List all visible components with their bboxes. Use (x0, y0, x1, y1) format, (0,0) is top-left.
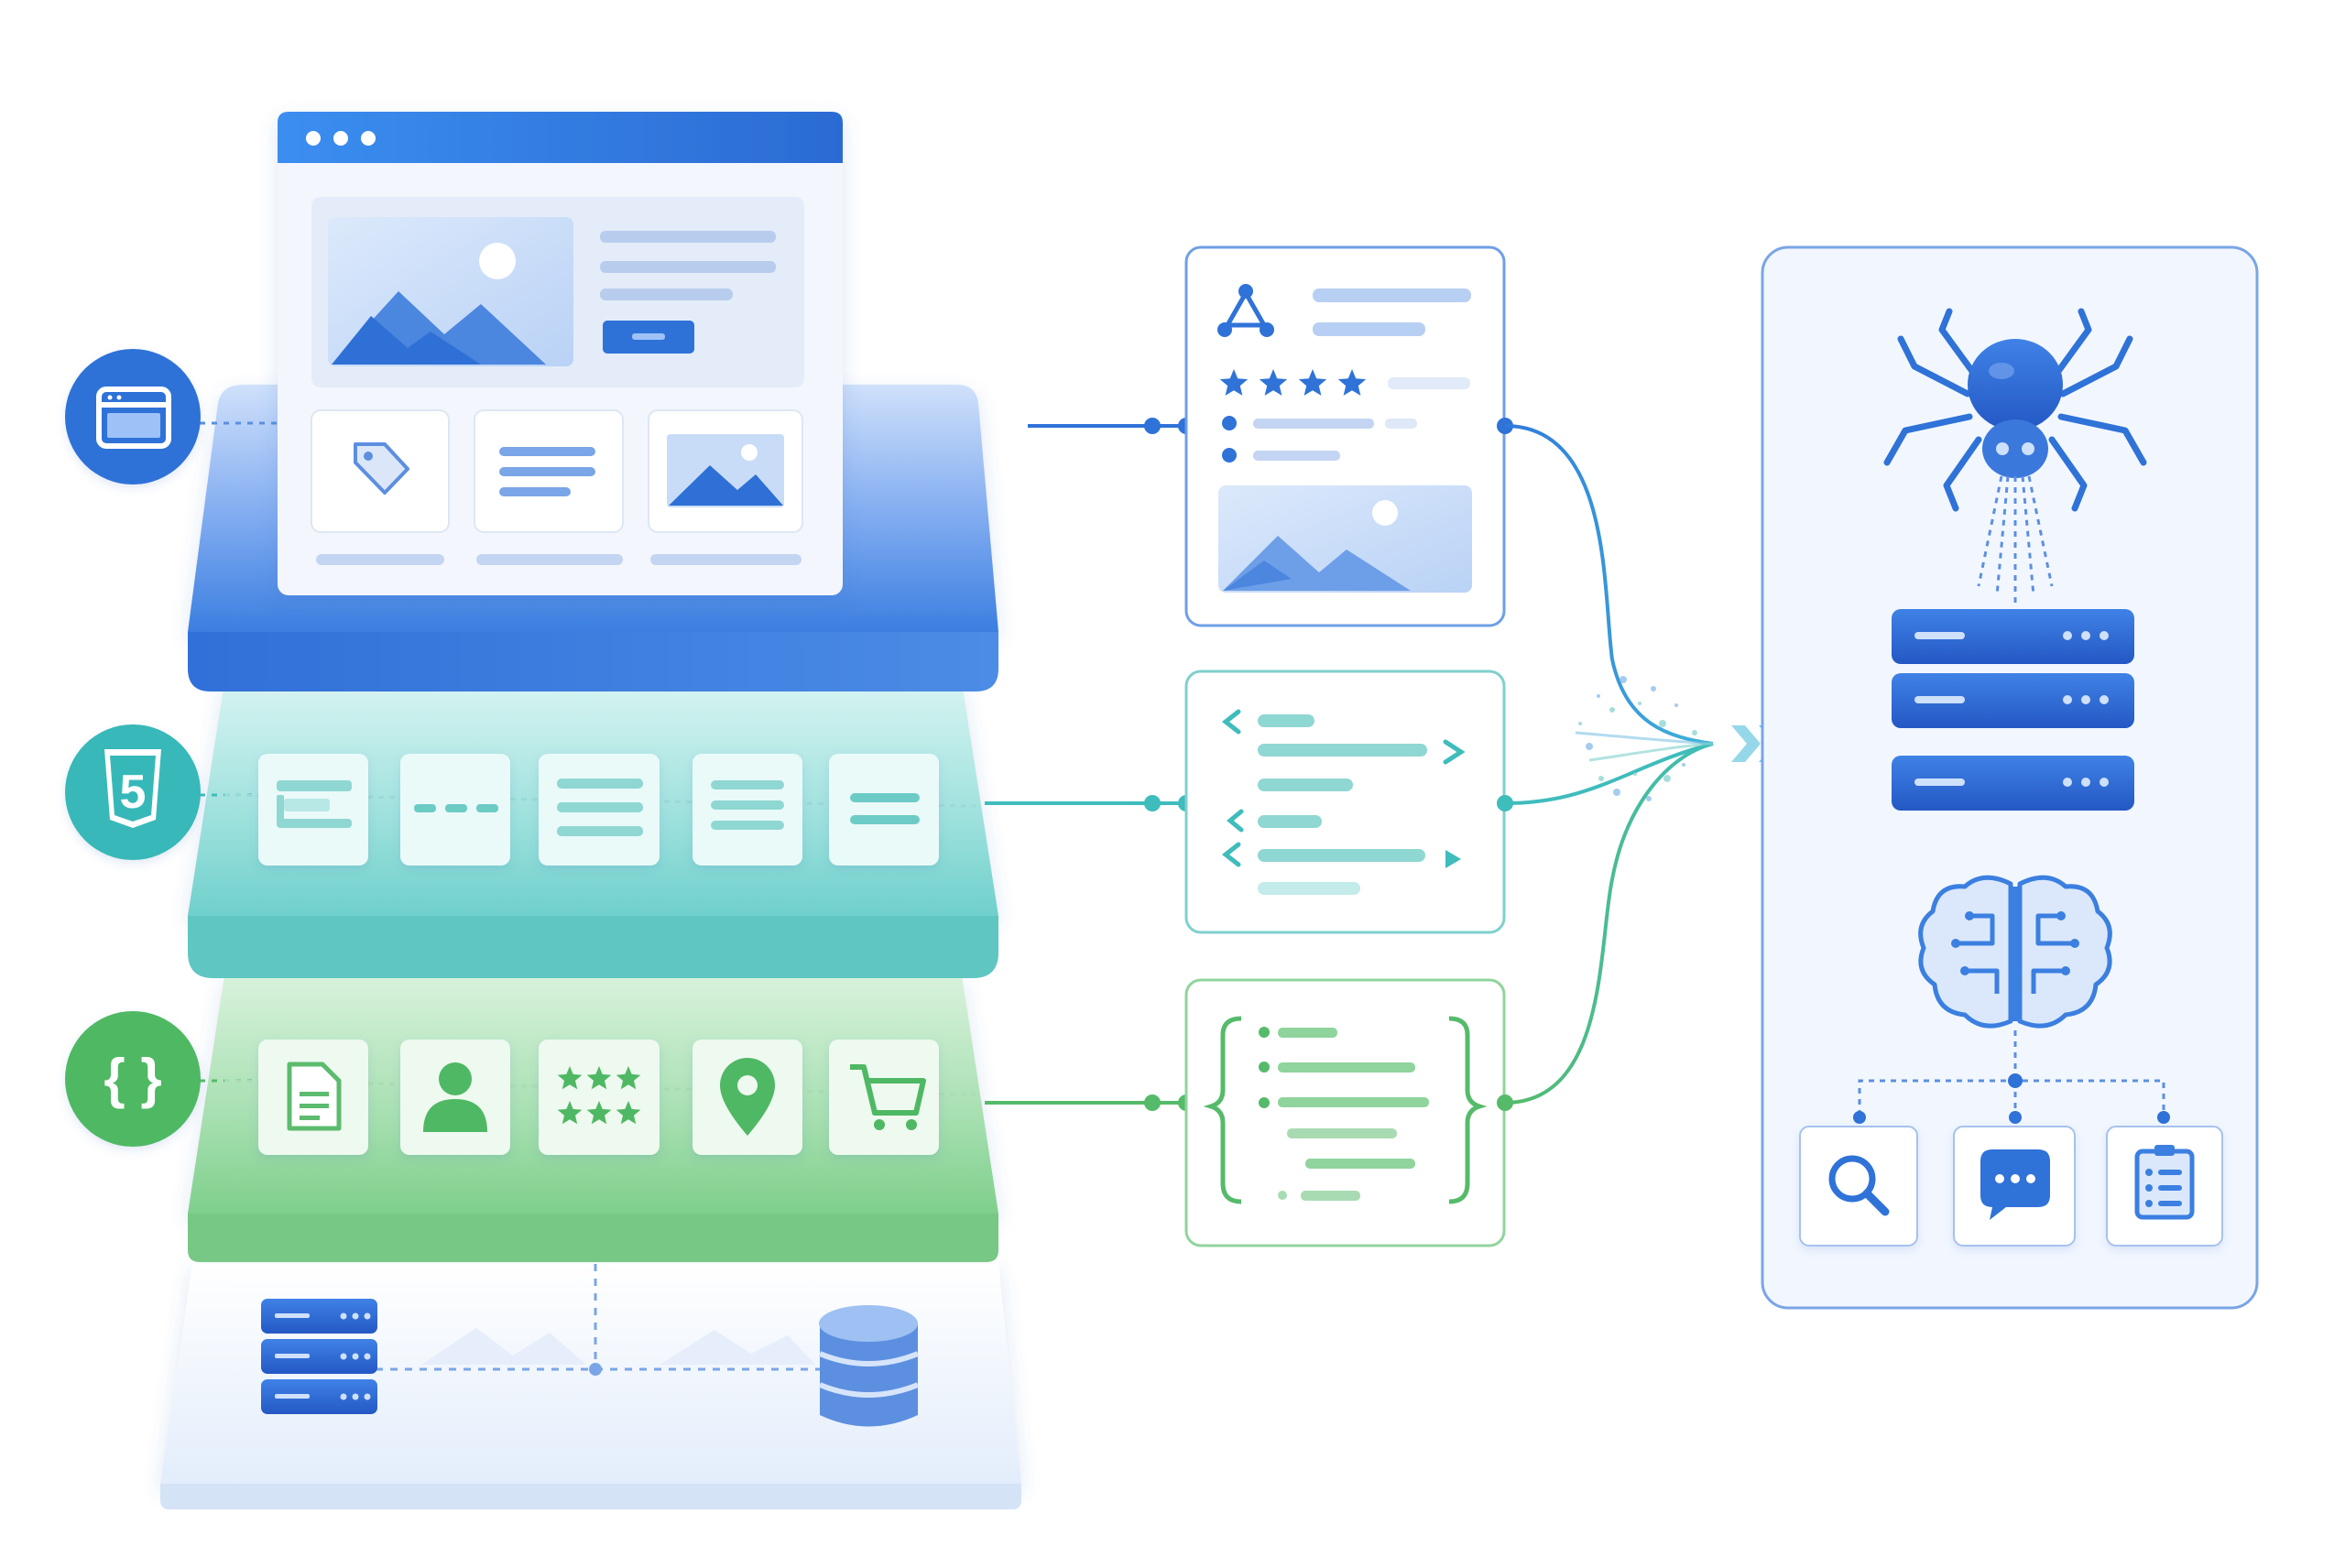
shopping-cart-icon (829, 1040, 939, 1155)
image-icon (1218, 485, 1472, 593)
search-icon (1828, 1155, 1890, 1216)
entity-card (1184, 245, 1506, 627)
browser-window (278, 112, 843, 595)
flow-particle (1638, 702, 1642, 705)
connectors-left (985, 418, 1194, 1111)
structured-data-badge: { } (65, 1011, 252, 1147)
flow-particle (1682, 763, 1685, 767)
two-lines-icon (829, 754, 939, 866)
flow-particle (1613, 789, 1620, 796)
brain-icon (1918, 875, 2112, 1029)
storage-layer (160, 1264, 1021, 1509)
list-document-icon (2134, 1145, 2195, 1220)
chat-bubble-icon (1980, 1149, 2050, 1220)
brace-icon (1203, 1016, 1488, 1204)
list-tile (2106, 1126, 2223, 1247)
location-pin-icon (693, 1040, 802, 1155)
flow-particle (1651, 686, 1656, 691)
rating-star (1259, 369, 1288, 396)
image-card[interactable] (648, 409, 803, 533)
grid-star (616, 1066, 641, 1090)
server-stack-icon (261, 1299, 377, 1414)
presentation-badge (65, 349, 279, 485)
grid-star (557, 1101, 583, 1125)
person-icon (400, 1040, 510, 1155)
dashes-icon (400, 754, 510, 866)
document-icon (258, 1040, 368, 1155)
spider-bot-icon (1883, 308, 2147, 512)
search-tile (1799, 1126, 1918, 1247)
crawler-panel (1761, 245, 2259, 1310)
flow-particle (1692, 730, 1697, 735)
markup-badge: 5 (65, 724, 252, 860)
chat-tile (1953, 1126, 2076, 1247)
text-card[interactable] (474, 409, 624, 533)
html5-icon: 5 (104, 749, 161, 828)
json-card (1184, 978, 1506, 1247)
flow-particle (1598, 776, 1604, 781)
list-lines-icon (693, 754, 802, 866)
flow-particle (1620, 676, 1627, 683)
flow-particle (1663, 775, 1671, 782)
curly-braces-icon: { } (104, 1048, 161, 1109)
html5-glyph: 5 (120, 766, 147, 819)
crawl-beam (1977, 475, 2054, 604)
grid-star (616, 1101, 641, 1125)
grid-star (586, 1101, 612, 1125)
angle-bracket-icon (1221, 709, 1241, 735)
grid-star (557, 1066, 583, 1090)
tag-icon (354, 442, 409, 495)
flow-particle (1659, 720, 1666, 727)
rating-star (1219, 369, 1249, 396)
code-card (1184, 670, 1506, 934)
server-icon (1892, 609, 2134, 811)
flow-particle (1609, 707, 1615, 713)
graph-nodes-icon (1217, 284, 1274, 337)
product-card[interactable] (311, 409, 450, 533)
markup-tiles (224, 754, 976, 866)
stars-icon (539, 1040, 660, 1155)
database-cylinder-icon (818, 1305, 920, 1427)
flow-particle (1586, 743, 1593, 750)
rating-star (1298, 369, 1327, 396)
flow-particle (1646, 796, 1652, 801)
rating-star (1337, 369, 1367, 396)
flow-particle (1633, 772, 1637, 776)
flow-particle (1674, 703, 1678, 707)
data-tiles (224, 1040, 976, 1155)
flow-particle (1578, 722, 1582, 725)
hero-image (328, 217, 573, 366)
flow-particle (1597, 694, 1600, 698)
browser-window-icon (96, 387, 171, 449)
star-rating-icon (1219, 369, 1367, 396)
tag-block-icon (258, 754, 368, 866)
lines-icon (539, 754, 660, 866)
grid-star (586, 1066, 612, 1090)
